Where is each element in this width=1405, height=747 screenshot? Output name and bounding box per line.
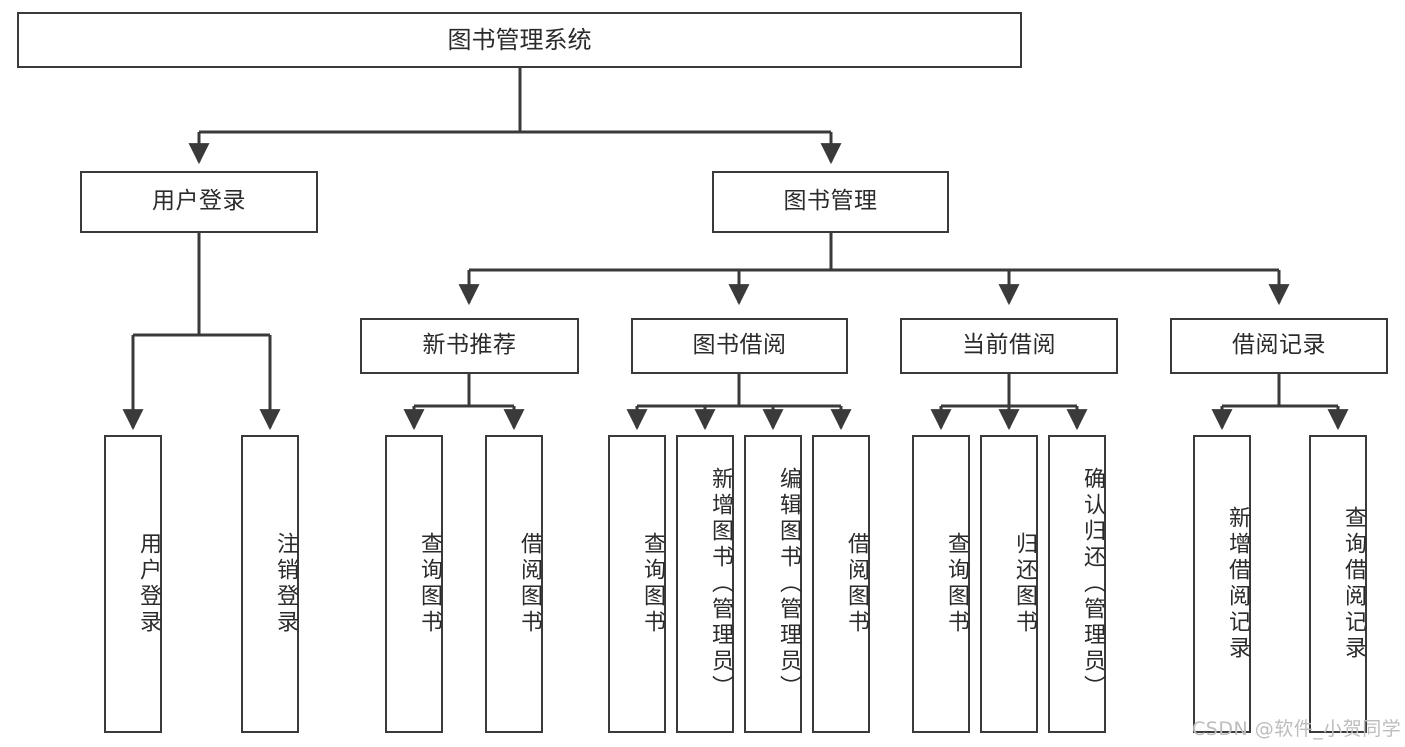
node-leaf-user-logout[interactable]: 注销登录 xyxy=(241,435,299,733)
node-leaf-query-book-3[interactable]: 查询图书 xyxy=(912,435,970,733)
leaf-label: 查询图书 xyxy=(417,532,442,636)
node-leaf-query-book-1[interactable]: 查询图书 xyxy=(385,435,443,733)
leaf-label: 查询图书 xyxy=(944,532,969,636)
leaf-label: 用户登录 xyxy=(136,532,161,636)
node-leaf-user-login[interactable]: 用户登录 xyxy=(104,435,162,733)
node-leaf-borrow-book-2[interactable]: 借阅图书 xyxy=(812,435,870,733)
node-leaf-return-book[interactable]: 归还图书 xyxy=(980,435,1038,733)
leaf-label: 查询图书 xyxy=(640,532,665,636)
node-book-borrow[interactable]: 图书借阅 xyxy=(631,318,848,374)
leaf-label: 编辑图书（管理员） xyxy=(776,467,801,701)
csdn-watermark: CSDN @软件_小贺同学 xyxy=(1192,718,1402,740)
leaf-label: 查询借阅记录 xyxy=(1341,506,1366,662)
leaf-label: 确认归还（管理员） xyxy=(1080,467,1105,701)
leaf-label: 新增图书（管理员） xyxy=(708,467,733,701)
leaf-label: 归还图书 xyxy=(1012,532,1037,636)
leaf-label: 借阅图书 xyxy=(517,532,542,636)
node-leaf-add-book[interactable]: 新增图书（管理员） xyxy=(676,435,734,733)
node-leaf-edit-book[interactable]: 编辑图书（管理员） xyxy=(744,435,802,733)
node-user-login[interactable]: 用户登录 xyxy=(80,171,318,233)
node-leaf-add-borrow-record[interactable]: 新增借阅记录 xyxy=(1193,435,1251,733)
leaf-label: 借阅图书 xyxy=(844,532,869,636)
leaf-label: 注销登录 xyxy=(273,532,298,636)
node-leaf-query-book-2[interactable]: 查询图书 xyxy=(608,435,666,733)
node-leaf-confirm-return[interactable]: 确认归还（管理员） xyxy=(1048,435,1106,733)
node-book-manage[interactable]: 图书管理 xyxy=(712,171,949,233)
node-leaf-borrow-book-1[interactable]: 借阅图书 xyxy=(485,435,543,733)
node-current-borrow[interactable]: 当前借阅 xyxy=(900,318,1118,374)
node-borrow-record[interactable]: 借阅记录 xyxy=(1170,318,1388,374)
node-new-book-recommend[interactable]: 新书推荐 xyxy=(360,318,579,374)
node-root-system[interactable]: 图书管理系统 xyxy=(17,12,1022,68)
leaf-label: 新增借阅记录 xyxy=(1225,506,1250,662)
node-leaf-query-borrow-record[interactable]: 查询借阅记录 xyxy=(1309,435,1367,733)
